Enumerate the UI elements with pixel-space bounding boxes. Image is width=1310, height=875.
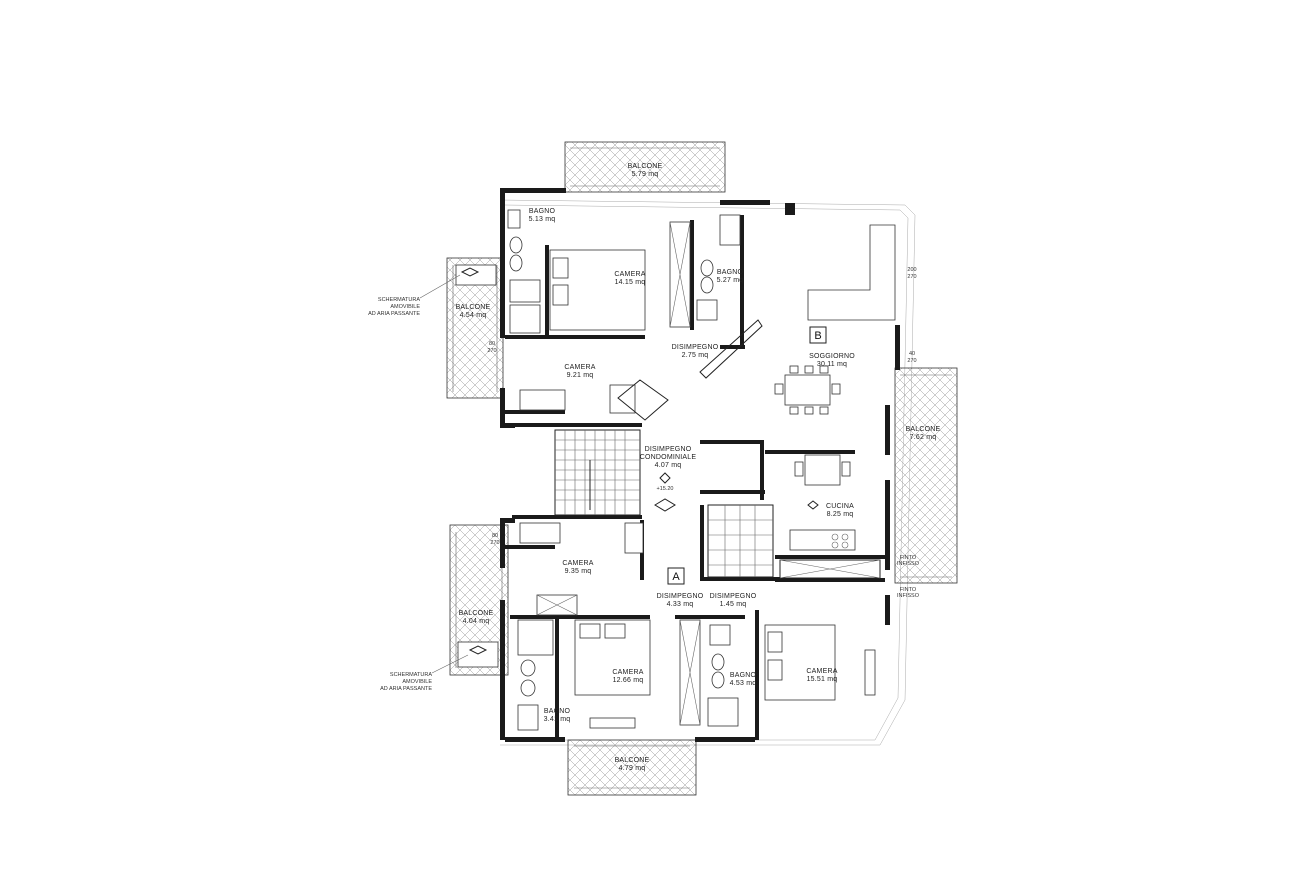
disimpegno-cond-name2: CONDOMINIALE [640, 454, 697, 461]
unit-tag-b: B [814, 330, 821, 342]
window-tags: 80 270 200 270 80 270 40 270 [487, 267, 916, 546]
window-tag-1: 80 [489, 341, 495, 347]
window-tag-5: 80 [492, 533, 498, 539]
camera-w-name: CAMERA [564, 364, 595, 371]
disimpegno-s1-name: DISIMPEGNO [657, 593, 704, 600]
bagno-nw-name: BAGNO [529, 208, 556, 215]
balcone-w-bot-name: BALCONE [459, 610, 494, 617]
balcone-bottom [567, 739, 697, 796]
stairs [554, 429, 881, 579]
balcone-e-area: 7.62 mq [910, 434, 937, 441]
disimpegno-n-name: DISIMPEGNO [672, 344, 719, 351]
level-marker: +15.20 [657, 486, 674, 492]
camera-sw-name: CAMERA [562, 560, 593, 567]
notes: SCHERMATURA AMOVIBILE AD ARIA PASSANTE S… [368, 274, 920, 692]
finto-infisso-1-a: FINTO [900, 555, 917, 561]
bagno-n-name: BAGNO [717, 269, 744, 276]
balcone-bot-name: BALCONE [615, 757, 650, 764]
disimpegno-s2-name: DISIMPEGNO [710, 593, 757, 600]
disimpegno-s2-area: 1.45 mq [720, 601, 747, 608]
window-tag-4: 270 [907, 274, 916, 280]
screen-top-note-3: AD ARIA PASSANTE [368, 311, 420, 317]
soggiorno-name: SOGGIORNO [809, 353, 855, 360]
cucina-name: CUCINA [826, 503, 854, 510]
bagno-sw-name: BAGNO [544, 708, 571, 715]
finto-infisso-2-a: FINTO [900, 587, 917, 593]
camera-s-area: 12.66 mq [613, 677, 644, 684]
bagno-nw-area: 5.13 mq [529, 216, 556, 223]
finto-infisso-1-b: INFISSO [897, 561, 920, 567]
disimpegno-n-area: 2.75 mq [682, 352, 709, 359]
bagno-s-name: BAGNO [730, 672, 757, 679]
screen-top-note-1: SCHERMATURA [378, 297, 420, 303]
balcone-w-top-area: 4.54 mq [460, 312, 487, 319]
camera-w-area: 9.21 mq [567, 372, 594, 379]
balcone-top-name: BALCONE [628, 163, 663, 170]
balcone-w-top-name: BALCONE [456, 304, 491, 311]
window-tag-8: 270 [907, 358, 916, 364]
furniture [455, 209, 896, 731]
window-tag-2: 270 [487, 348, 496, 354]
disimpegno-s1-area: 4.33 mq [667, 601, 694, 608]
unit-tag-a: A [672, 571, 680, 583]
balcone-w-bot-area: 4.04 mq [463, 618, 490, 625]
bagno-n-area: 5.27 mq [717, 277, 744, 284]
window-tag-6: 270 [490, 540, 499, 546]
screen-bot-note-3: AD ARIA PASSANTE [380, 686, 432, 692]
soggiorno-area: 30.11 mq [817, 361, 847, 368]
screen-bot-note-1: SCHERMATURA [390, 672, 432, 678]
balcone-bot-area: 4.79 mq [619, 765, 646, 772]
camera-nw-name: CAMERA [614, 271, 645, 278]
finto-infisso-2-b: INFISSO [897, 593, 920, 599]
disimpegno-cond-area: 4.07 mq [655, 462, 682, 469]
balconies [446, 141, 958, 796]
camera-se-area: 15.51 mq [807, 676, 838, 683]
camera-s-name: CAMERA [612, 669, 643, 676]
disimpegno-cond-name1: DISIMPEGNO [645, 446, 692, 453]
balcone-top [564, 141, 726, 193]
screen-bot-note-2: AMOVIBILE [402, 679, 432, 685]
bagno-s-area: 4.53 mq [730, 680, 757, 687]
screen-top-note-2: AMOVIBILE [390, 304, 420, 310]
balcone-e-name: BALCONE [906, 426, 941, 433]
room-labels: BALCONE 5.79 mq BAGNO 5.13 mq CAMERA 14.… [456, 163, 941, 772]
unit-tags: B A [667, 326, 827, 585]
bagno-sw-area: 3.41 mq [544, 716, 571, 723]
camera-sw-area: 9.35 mq [565, 568, 592, 575]
window-tag-3: 200 [907, 267, 916, 273]
balcone-top-area: 5.79 mq [632, 171, 659, 178]
camera-se-name: CAMERA [806, 668, 837, 675]
balcone-east [894, 367, 958, 584]
cucina-area: 8.25 mq [827, 511, 854, 518]
camera-nw-area: 14.15 mq [615, 279, 646, 286]
window-tag-7: 40 [909, 351, 915, 357]
